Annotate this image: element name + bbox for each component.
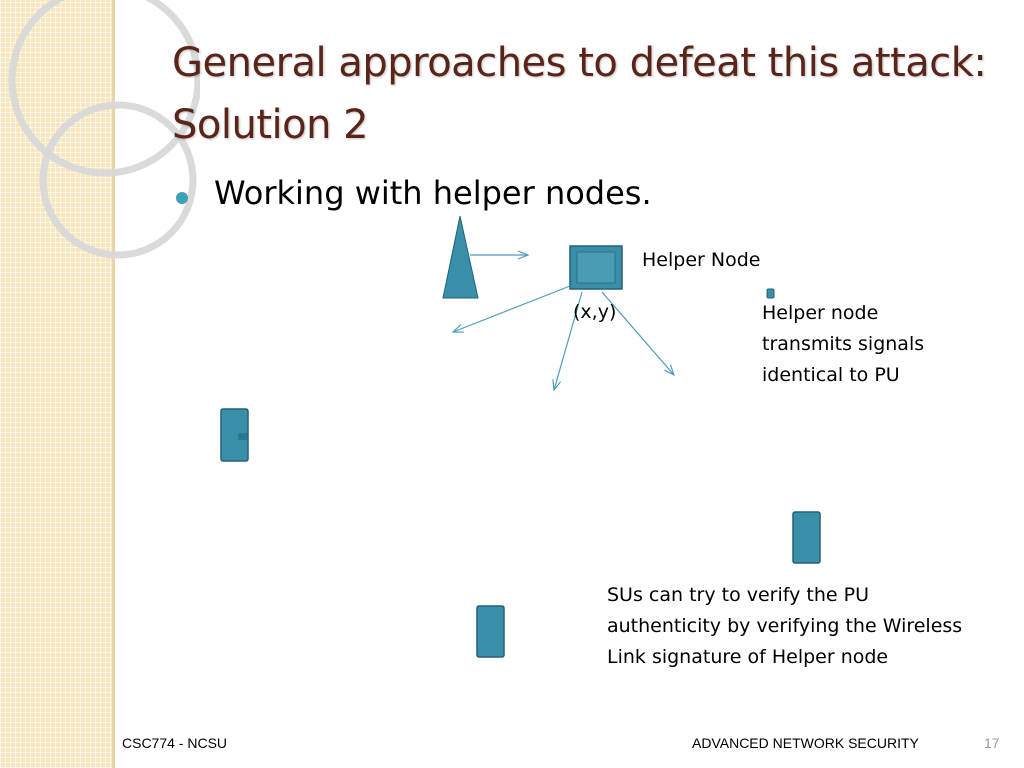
footer-course: CSC774 - NCSU xyxy=(122,735,228,751)
decorative-ring-small xyxy=(39,101,197,259)
arrow-helper-left xyxy=(453,285,571,332)
helper-node-icon xyxy=(569,245,623,290)
bullet-dot-icon xyxy=(176,192,188,204)
slide-title: General approaches to defeat this attack… xyxy=(172,40,987,148)
page-number: 17 xyxy=(984,735,1000,751)
arrow-helper-right xyxy=(601,291,674,375)
secondary-user-bottom-icon xyxy=(476,605,505,658)
secondary-user-right-icon xyxy=(792,511,821,564)
su-verification-description: SUs can try to verify the PU authenticit… xyxy=(607,584,963,668)
secondary-user-left-knob xyxy=(238,433,247,440)
bullet-text: Working with helper nodes. xyxy=(214,174,652,212)
helper-node-face xyxy=(576,251,616,284)
secondary-user-left-icon xyxy=(220,408,249,462)
sidebar-edge xyxy=(112,0,115,768)
helper-node-description: Helper node transmits signals identical … xyxy=(762,302,925,386)
arrow-helper-down xyxy=(554,291,583,390)
primary-user-tower-icon xyxy=(442,215,479,299)
coordinates-label: (x,y) xyxy=(573,301,617,323)
small-node-icon xyxy=(766,288,775,299)
decorative-ring-large xyxy=(8,0,200,177)
bullet-item: Working with helper nodes. xyxy=(176,174,652,212)
footer-course-name: ADVANCED NETWORK SECURITY xyxy=(692,735,919,751)
sidebar-decoration xyxy=(0,0,112,768)
helper-node-label: Helper Node xyxy=(642,249,761,271)
secondary-user-left-body xyxy=(220,408,249,462)
decorative-rings xyxy=(8,0,200,259)
